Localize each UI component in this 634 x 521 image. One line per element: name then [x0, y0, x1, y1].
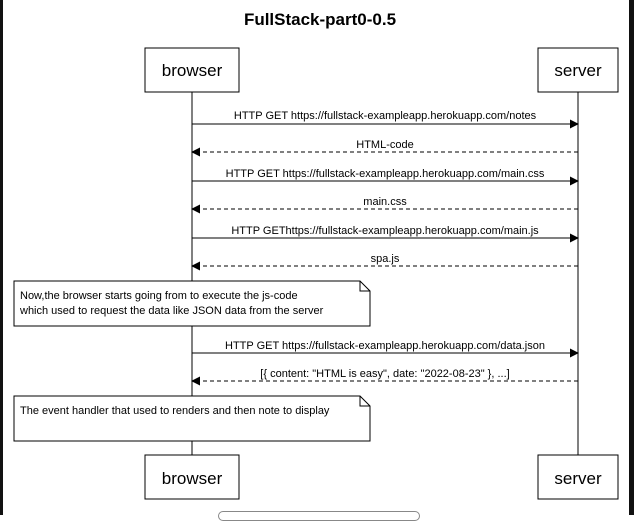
- message-3-label: HTTP GET https://fullstack-exampleapp.he…: [226, 168, 545, 180]
- message-6: spa.js: [191, 253, 578, 271]
- scrollbar-fragment: [218, 511, 420, 521]
- participant-server-top-label: server: [554, 61, 602, 80]
- message-2: HTML-code: [191, 139, 578, 157]
- participant-browser-bottom: browser: [144, 454, 240, 500]
- participant-server-bottom: server: [537, 454, 619, 500]
- participant-server-top: server: [537, 47, 619, 93]
- message-5: HTTP GEThttps://fullstack-exampleapp.her…: [192, 225, 579, 243]
- note-2: The event handler that used to renders a…: [13, 395, 371, 442]
- participant-browser-bottom-label: browser: [162, 469, 223, 488]
- message-3: HTTP GET https://fullstack-exampleapp.he…: [192, 168, 579, 186]
- window-edge-right: [629, 0, 634, 515]
- note-1: Now,the browser starts going from to exe…: [13, 280, 371, 327]
- note-2-line-1: The event handler that used to renders a…: [20, 405, 330, 417]
- message-4: main.css: [191, 196, 578, 214]
- participant-browser-top: browser: [144, 47, 240, 93]
- message-7: HTTP GET https://fullstack-exampleapp.he…: [192, 340, 579, 358]
- message-2-label: HTML-code: [356, 139, 413, 151]
- message-1: HTTP GET https://fullstack-exampleapp.he…: [192, 110, 579, 129]
- note-1-line-1: Now,the browser starts going from to exe…: [20, 290, 298, 302]
- message-6-label: spa.js: [371, 253, 400, 265]
- message-5-label: HTTP GEThttps://fullstack-exampleapp.her…: [231, 225, 539, 237]
- participant-server-bottom-label: server: [554, 469, 602, 488]
- message-4-label: main.css: [363, 196, 407, 208]
- window-edge-left: [0, 0, 3, 515]
- message-1-label: HTTP GET https://fullstack-exampleapp.he…: [234, 110, 537, 122]
- diagram-title: FullStack-part0-0.5: [244, 10, 396, 29]
- message-7-label: HTTP GET https://fullstack-exampleapp.he…: [225, 340, 545, 352]
- note-1-line-2: which used to request the data like JSON…: [19, 305, 324, 317]
- message-8-label: [{ content: "HTML is easy", date: "2022-…: [260, 368, 509, 380]
- message-8: [{ content: "HTML is easy", date: "2022-…: [191, 368, 578, 386]
- participant-browser-top-label: browser: [162, 61, 223, 80]
